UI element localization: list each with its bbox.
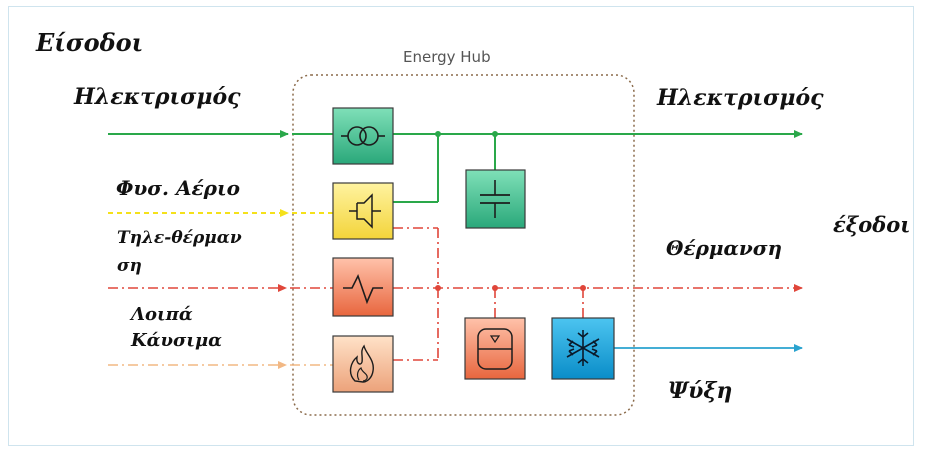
- output-heating-label: Θέρμανση: [666, 236, 783, 260]
- input-electricity-label: Ηλεκτρισμός: [74, 84, 241, 110]
- output-electricity-label: Ηλεκτρισμός: [657, 85, 824, 111]
- outputs-heading: έξοδοι: [833, 212, 911, 237]
- gas-converter-icon: [332, 182, 394, 240]
- snowflake-icon: [551, 317, 615, 380]
- heat-storage-icon: [464, 317, 526, 380]
- energy-hub-boundary: [292, 74, 635, 416]
- input-district-heating-label-1: Τηλε-θέρμαν: [117, 228, 242, 248]
- energy-hub-title: Energy Hub: [403, 48, 491, 66]
- heating-flow: [108, 227, 803, 361]
- input-district-heating-label-2: ση: [117, 256, 142, 276]
- capacitor-icon: [465, 169, 526, 229]
- heating-node: [492, 285, 498, 291]
- output-cooling-label: Ψύξη: [668, 378, 733, 404]
- flame-icon: [332, 335, 394, 393]
- transformer-icon: [332, 107, 394, 165]
- diagram-frame: [8, 6, 914, 446]
- input-other-fuels-label-1: Λοιπά: [131, 304, 193, 325]
- electricity-node: [492, 131, 498, 137]
- heat-exchanger-icon: [332, 257, 394, 317]
- electricity-flow: [108, 130, 803, 203]
- heating-node: [580, 285, 586, 291]
- heating-node: [435, 285, 441, 291]
- electricity-node: [435, 131, 441, 137]
- input-other-fuels-label-2: Κάυσιμα: [131, 330, 222, 351]
- inputs-heading: Είσοδοι: [36, 28, 144, 57]
- input-gas-label: Φυσ. Αέριο: [116, 176, 240, 200]
